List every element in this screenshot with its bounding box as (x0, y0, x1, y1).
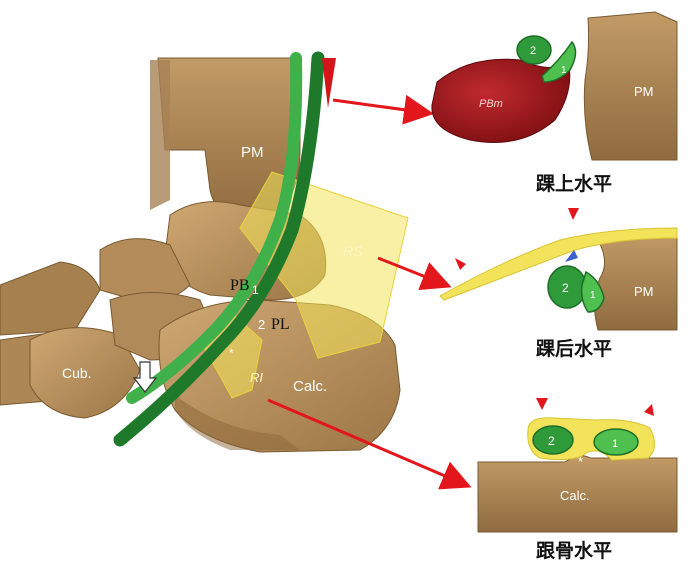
inset-retromalleolar: 2 1 PM 踝后水平 (439, 208, 678, 360)
arrow-to-inset-3 (267, 398, 472, 490)
star-label-3: * (578, 454, 583, 469)
tendon-1-label-3: 1 (612, 438, 618, 450)
bone-shadow (175, 395, 300, 450)
tendon-1-inset-3 (593, 428, 639, 456)
pm-bone-inset-2 (594, 231, 678, 331)
peroneus-longus-tendon (113, 51, 325, 447)
arrow-to-inset-2 (377, 256, 452, 291)
pl-label: PL (271, 316, 290, 333)
tendon-2-label-1: 2 (530, 45, 536, 57)
ri-label: RI (250, 370, 263, 385)
pl-number: 2 (258, 317, 265, 332)
pm-bone-inset-1 (583, 11, 678, 161)
pbm-muscle (431, 58, 571, 143)
tendon-2-label-2: 2 (562, 281, 569, 295)
caption-retromalleolar: 踝后水平 (536, 338, 612, 360)
main-ankle-view: * PM RS PB 1 2 PL RI Cub. Calc. (0, 51, 409, 453)
tendon-1-inset-2 (580, 270, 605, 313)
down-arrow-icon (132, 361, 158, 393)
cuboid-bone (29, 327, 141, 419)
tendon-1-inset-1 (541, 40, 577, 83)
pm-label-inset-2: PM (634, 284, 654, 299)
connector-arrows (267, 94, 472, 490)
calc-label: Calc. (293, 378, 327, 395)
tendon-2-label-3: 2 (548, 434, 555, 448)
pm-label-inset-1: PM (634, 84, 654, 99)
tendon-2-inset-1 (516, 35, 552, 65)
peroneus-brevis-muscle (322, 58, 336, 108)
tendon-1-label-2: 1 (590, 290, 596, 301)
tendon-2-inset-3 (532, 425, 574, 455)
calc-label-inset-3: Calc. (560, 488, 590, 503)
caption-calcaneal: 跟骨水平 (536, 540, 612, 562)
blue-marker (565, 250, 578, 262)
arrow-to-inset-1 (332, 94, 434, 125)
tendon-1-label-1: 1 (561, 65, 567, 76)
retinaculum-inset-2 (439, 227, 678, 301)
tibia-bone (150, 60, 170, 210)
cub-label: Cub. (62, 365, 92, 381)
pm-label: PM (241, 144, 264, 161)
star-marker: * (229, 346, 234, 360)
pbm-label: PBm (479, 98, 503, 110)
calc-bone-inset-3 (477, 455, 678, 533)
inset-supramalleolar: PBm 2 1 PM 踝上水平 (431, 11, 678, 195)
pb-label: PB (230, 277, 250, 294)
pb-number: 1 (252, 283, 259, 297)
red-marker-1 (455, 258, 466, 270)
rs-label: RS (343, 243, 363, 259)
red-marker-2 (568, 208, 579, 220)
red-marker-4 (644, 404, 654, 416)
inset-calcaneal: 2 1 * Calc. 跟骨水平 (477, 398, 678, 562)
metatarsal-bone-1 (0, 261, 101, 336)
peroneus-brevis-tendon (126, 52, 303, 404)
caption-supramalleolar: 踝上水平 (536, 173, 612, 195)
red-marker-3 (536, 398, 548, 410)
